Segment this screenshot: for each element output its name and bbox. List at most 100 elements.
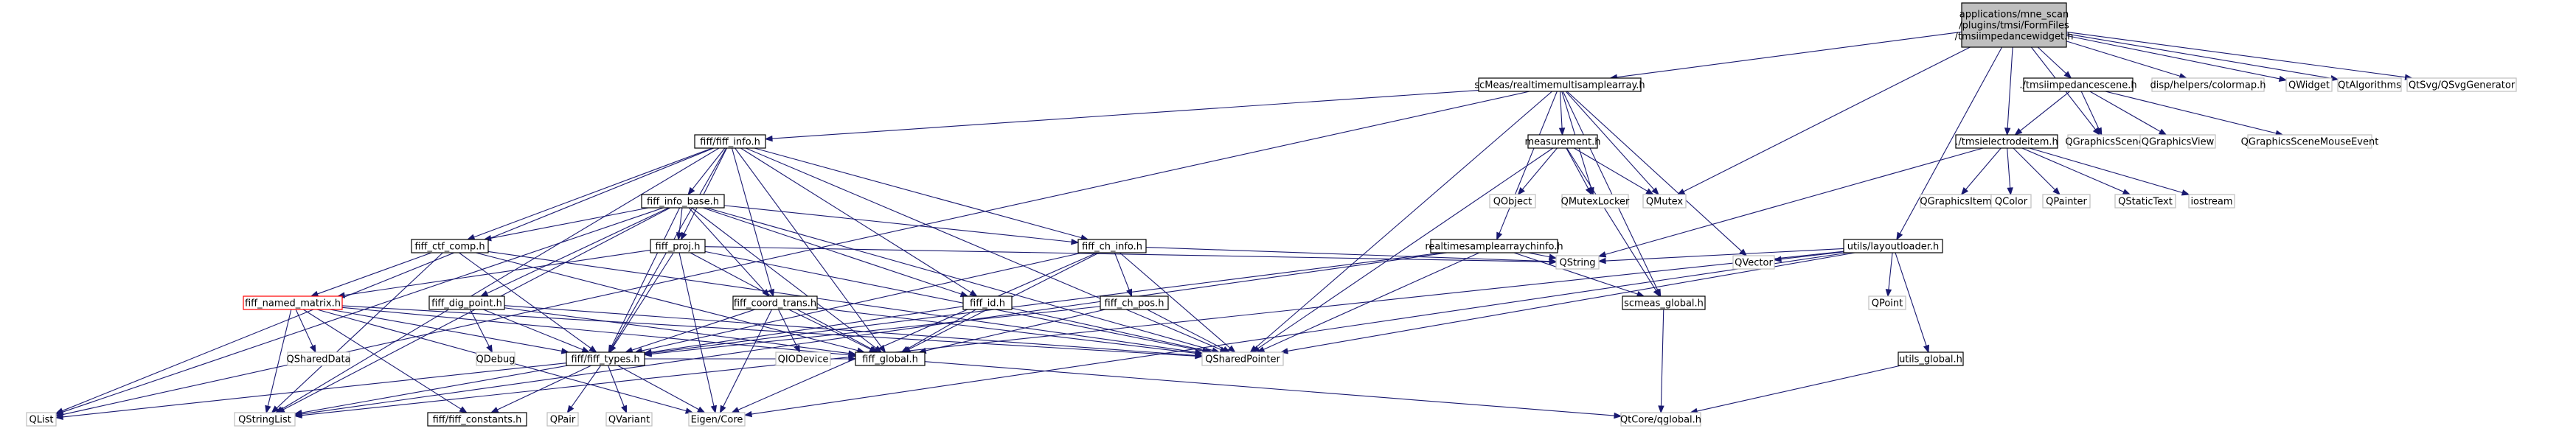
edge-ftypes-to-qvariant <box>607 365 627 414</box>
node-fid[interactable]: fiff_id.h <box>962 295 1013 310</box>
node-fconst[interactable]: fiff/fiff_constants.h <box>427 412 527 427</box>
node-tscene[interactable]: ./tmsiimpedancescene.h <box>2019 77 2137 92</box>
node-fchpos[interactable]: fiff_ch_pos.h <box>1100 295 1169 310</box>
edge-fcoord-to-qiodevice <box>778 309 801 354</box>
node-label: QString <box>1559 258 1595 269</box>
edge-fchinfo-to-qsp <box>1119 252 1236 353</box>
node-qpair[interactable]: QPair <box>546 412 579 427</box>
node-scglobal[interactable]: scmeas_global.h <box>1622 295 1706 310</box>
edge-measure-to-qmutex <box>1574 147 1654 195</box>
node-qstring[interactable]: QString <box>1555 255 1600 270</box>
edge-finfo-to-fctf <box>466 147 713 240</box>
edge-telec-to-qpainter <box>2013 147 2061 195</box>
edge-layout-to-qsl <box>294 251 1844 419</box>
node-label: fiff_dig_point.h <box>431 298 502 309</box>
edge-fnm-to-fglobal <box>341 307 857 358</box>
edge-layout-to-qpoint <box>1885 252 1893 298</box>
node-ftypes[interactable]: fiff/fiff_types.h <box>566 351 645 366</box>
node-label: QIODevice <box>778 354 829 365</box>
node-qsl[interactable]: QStringList <box>234 412 296 427</box>
node-fnm[interactable]: fiff_named_matrix.h <box>243 295 343 310</box>
edge-telec-to-qgitem <box>1960 147 2002 196</box>
edge-fdig-to-ftypes <box>483 309 591 353</box>
node-label: QSharedData <box>286 354 350 365</box>
node-fcoord[interactable]: fiff_coord_trans.h <box>732 295 818 310</box>
node-qpoint[interactable]: QPoint <box>1868 295 1906 310</box>
edge-fib-to-fchinfo <box>723 205 1080 245</box>
edge-finfo-to-qsp <box>745 147 1229 353</box>
edge-uglobal-to-qtglobal <box>1689 365 1901 415</box>
node-label: /tmsiimpedancewidget.h <box>1955 32 2074 43</box>
node-qvariant[interactable]: QVariant <box>605 412 653 427</box>
edge-root-to-colormap <box>2066 41 2188 80</box>
node-eigen[interactable]: Eigen/Core <box>688 412 746 427</box>
node-label: QWidget <box>2288 80 2330 91</box>
node-measure[interactable]: measurement.h <box>1524 134 1601 149</box>
node-label: scMeas/realtimemultisamplearray.h <box>1474 80 1645 91</box>
node-qgitem[interactable]: QGraphicsItem <box>1920 194 1992 209</box>
node-qdebug[interactable]: QDebug <box>476 351 515 366</box>
node-qwidget[interactable]: QWidget <box>2285 77 2333 92</box>
node-finfo[interactable]: fiff/fiff_info.h <box>694 134 766 149</box>
node-qcolor[interactable]: QColor <box>1990 194 2032 209</box>
node-label: QDebug <box>476 354 515 365</box>
node-qvector[interactable]: QVector <box>1732 255 1775 270</box>
node-qgsme[interactable]: QGraphicsSceneMouseEvent <box>2241 134 2379 149</box>
node-label: QVariant <box>608 415 650 426</box>
node-label: QGraphicsScene <box>2065 137 2144 148</box>
node-label: fiff_ch_info.h <box>1082 242 1142 253</box>
node-label: utils/layoutloader.h <box>1847 242 1940 253</box>
node-telec[interactable]: ./tmsielectrodeitem.h <box>1955 134 2058 149</box>
node-qsvg[interactable]: QtSvg/QSvgGenerator <box>2406 77 2517 92</box>
node-fproj[interactable]: fiff_proj.h <box>650 239 706 253</box>
node-root[interactable]: applications/mne_scan/plugins/tmsi/FormF… <box>1955 2 2074 48</box>
node-fib[interactable]: fiff_info_base.h <box>641 194 725 209</box>
node-label: QStringList <box>238 415 291 426</box>
node-fchinfo[interactable]: fiff_ch_info.h <box>1077 239 1147 253</box>
node-label: applications/mne_scan <box>1959 10 2069 21</box>
edge-measure-to-qsp <box>1251 147 1554 353</box>
node-label: Eigen/Core <box>691 415 743 426</box>
node-label: measurement.h <box>1524 137 1600 148</box>
node-iostream[interactable]: iostream <box>2188 194 2235 209</box>
node-qiodevice[interactable]: QIODevice <box>775 351 831 366</box>
node-qstatictext[interactable]: QStaticText <box>2114 194 2176 209</box>
node-qpainter[interactable]: QPainter <box>2042 194 2091 209</box>
node-label: fiff_ctf_comp.h <box>414 242 485 253</box>
node-colormap[interactable]: disp/helpers/colormap.h <box>2150 77 2266 92</box>
edge-ftypes-to-fconst <box>490 365 592 413</box>
node-label: utils_global.h <box>1899 354 1962 365</box>
node-layout[interactable]: utils/layoutloader.h <box>1843 239 1943 253</box>
node-fctf[interactable]: fiff_ctf_comp.h <box>411 239 489 253</box>
edge-fchinfo-to-ftypes <box>634 252 1083 354</box>
node-qsp[interactable]: QSharedPointer <box>1201 351 1284 366</box>
node-qgview[interactable]: QGraphicsView <box>2139 134 2216 149</box>
node-qgscene[interactable]: QGraphicsScene <box>2065 134 2145 149</box>
node-rsaci[interactable]: realtimesamplearraychinfo.h <box>1425 239 1563 253</box>
node-fdig[interactable]: fiff_dig_point.h <box>428 295 505 310</box>
node-label: QtSvg/QSvgGenerator <box>2409 80 2516 91</box>
node-uglobal[interactable]: utils_global.h <box>1898 351 1964 366</box>
node-qlist[interactable]: QList <box>26 412 57 427</box>
node-qtglobal[interactable]: QtCore/qglobal.h <box>1620 412 1701 427</box>
edge-layout-to-qstring <box>1597 248 1844 265</box>
node-qmlocker[interactable]: QMutexLocker <box>1561 194 1630 209</box>
node-qshareddata[interactable]: QSharedData <box>286 351 351 366</box>
node-label: QPainter <box>2046 197 2087 208</box>
node-qtalgo[interactable]: QtAlgorithms <box>2337 77 2402 92</box>
node-label: ./tmsielectrodeitem.h <box>1955 137 2058 148</box>
node-label: QtAlgorithms <box>2338 80 2401 91</box>
edge-rmsa-to-measure <box>1558 91 1566 136</box>
edge-fnm-to-ftypes <box>330 309 570 354</box>
edge-fib-to-fdig <box>479 207 670 297</box>
node-qobject[interactable]: QObject <box>1489 194 1536 209</box>
node-label: QSharedPointer <box>1205 354 1280 365</box>
edge-fib-to-fproj <box>676 207 683 241</box>
edge-root-to-qmutex <box>1676 46 1971 195</box>
node-label: fiff/fiff_types.h <box>571 354 639 365</box>
node-qmutex[interactable]: QMutex <box>1642 194 1687 209</box>
node-rmsa[interactable]: scMeas/realtimemultisamplearray.h <box>1474 77 1645 92</box>
node-label: QPair <box>550 415 576 426</box>
node-fglobal[interactable]: fiff_global.h <box>855 351 926 366</box>
